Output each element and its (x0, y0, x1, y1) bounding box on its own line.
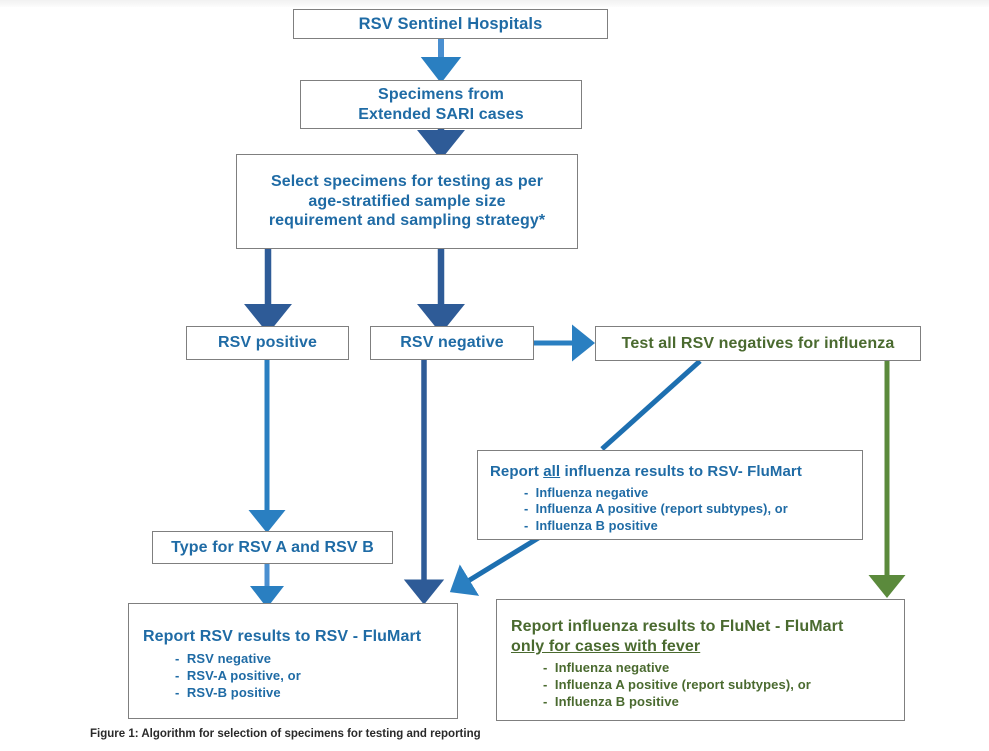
node-title-line-2-emphasis: only for cases with fever (511, 637, 701, 655)
node-rsv-sentinel-hospitals[interactable]: RSV Sentinel Hospitals (293, 9, 608, 39)
list-item: - Influenza A positive (report subtypes)… (543, 677, 811, 693)
node-title-suffix: influenza results to RSV- FluMart (560, 463, 802, 481)
list-item: - Influenza B positive (524, 517, 658, 533)
node-title: Report all influenza results to RSV- Flu… (490, 463, 802, 481)
node-label-line-3: requirement and sampling strategy* (268, 212, 546, 230)
node-select-specimens[interactable]: Select specimens for testing as per age-… (236, 154, 578, 249)
node-label: RSV negative (400, 334, 504, 352)
list-item: - RSV-B positive (175, 684, 281, 700)
list-item: - RSV negative (175, 650, 272, 666)
node-type-for-rsv-a-and-rsv-b[interactable]: Type for RSV A and RSV B (152, 531, 393, 564)
node-label-line-1: Select specimens for testing as per (270, 173, 544, 191)
edge-report-all-to-report-rsv (449, 534, 542, 596)
node-specimens-from-extended-sari[interactable]: Specimens from Extended SARI cases (300, 80, 582, 129)
figure-caption: Figure 1: Algorithm for selection of spe… (90, 728, 481, 740)
node-label: RSV Sentinel Hospitals (358, 14, 543, 33)
node-report-influenza-results-flunet[interactable]: Report influenza results to FluNet - Flu… (496, 599, 905, 721)
list-item: - Influenza negative (524, 484, 649, 500)
node-title: Report RSV results to RSV - FluMart (143, 628, 422, 646)
node-rsv-positive[interactable]: RSV positive (186, 326, 349, 360)
list-item: - Influenza A positive (report subtypes)… (524, 501, 788, 517)
node-label: Test all RSV negatives for influenza (621, 334, 895, 352)
node-test-all-rsv-negatives-for-influenza[interactable]: Test all RSV negatives for influenza (595, 326, 921, 361)
node-label-line-1: Specimens from (378, 85, 504, 103)
edge-test-influenza-to-report-all (600, 359, 702, 451)
node-title-emphasis: all (543, 463, 561, 481)
node-label-line-2: age-stratified sample size (308, 192, 506, 210)
list-item: - Influenza B positive (543, 693, 679, 709)
node-item-list: - Influenza negative - Influenza A posit… (511, 656, 811, 711)
top-edge-band (0, 0, 989, 7)
node-label: RSV positive (217, 334, 317, 352)
node-rsv-negative[interactable]: RSV negative (370, 326, 534, 360)
node-label: Type for RSV A and RSV B (171, 538, 374, 556)
node-report-rsv-results[interactable]: Report RSV results to RSV - FluMart - RS… (128, 603, 458, 719)
node-title-prefix: Report (490, 463, 544, 481)
list-item: - RSV-A positive, or (175, 667, 301, 683)
node-label-line-2: Extended SARI cases (358, 105, 524, 123)
list-item: - Influenza negative (543, 660, 670, 676)
node-item-list: - Influenza negative - Influenza A posit… (490, 482, 788, 535)
node-report-all-influenza-results[interactable]: Report all influenza results to RSV- Flu… (477, 450, 863, 540)
node-title-line-1: Report influenza results to FluNet - Flu… (511, 618, 844, 636)
node-item-list: - RSV negative - RSV-A positive, or - RS… (143, 647, 301, 702)
